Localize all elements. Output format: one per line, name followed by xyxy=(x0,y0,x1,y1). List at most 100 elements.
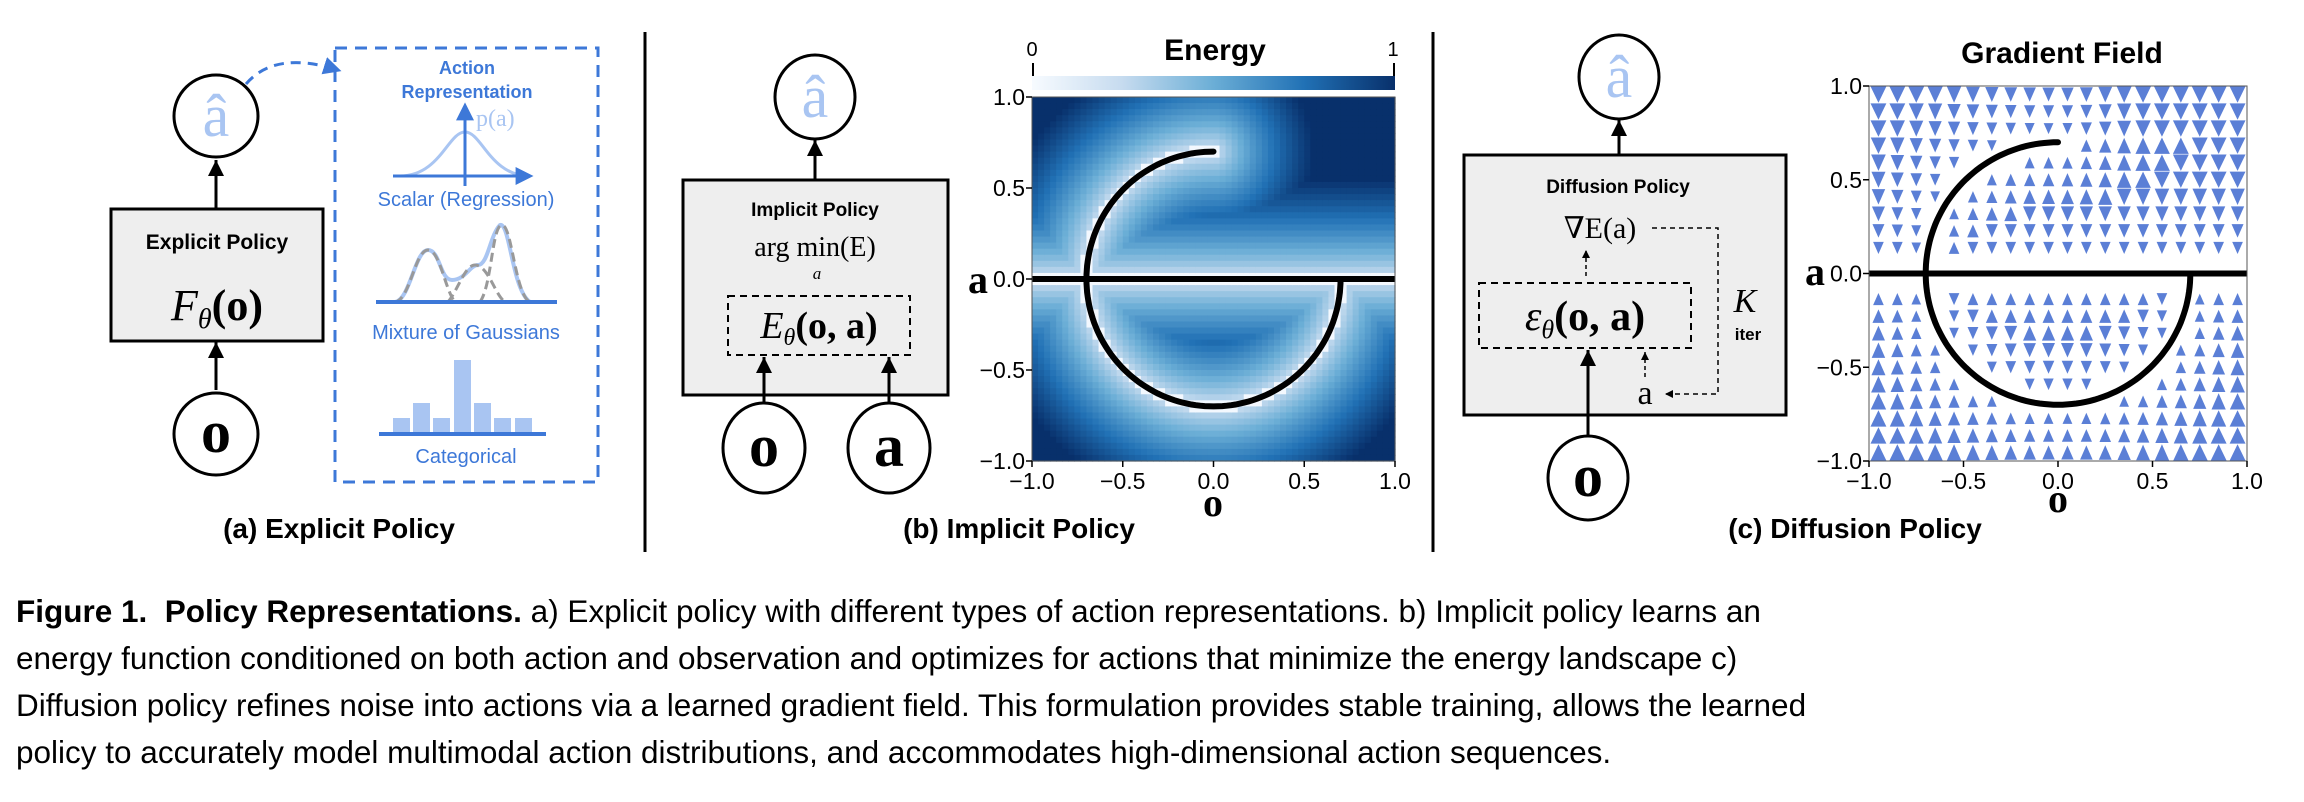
heatmap-cell xyxy=(1213,327,1221,335)
heatmap-cell xyxy=(1322,218,1330,225)
heatmap-cell xyxy=(1376,181,1384,189)
heatmap-cell xyxy=(1177,200,1184,207)
heatmap-cell xyxy=(1146,357,1154,365)
heatmap-cell xyxy=(1304,388,1311,395)
heatmap-cell xyxy=(1358,212,1366,219)
heatmap-cell xyxy=(1165,400,1172,407)
heatmap-cell xyxy=(1346,127,1354,134)
heatmap-cell xyxy=(1110,145,1118,153)
heatmap-cell xyxy=(1140,406,1148,414)
heatmap-cell xyxy=(1243,224,1251,232)
heatmap-cell xyxy=(1195,291,1202,298)
heatmap-cell xyxy=(1298,242,1305,250)
heatmap-cell xyxy=(1032,430,1039,438)
heatmap-cell xyxy=(1104,224,1112,232)
heatmap-cell xyxy=(1255,285,1263,292)
heatmap-cell xyxy=(1140,103,1148,110)
heatmap-cell xyxy=(1171,327,1178,335)
heatmap-cell xyxy=(1050,394,1057,401)
heatmap-cell xyxy=(1183,206,1190,213)
heatmap-cell xyxy=(1237,133,1245,141)
heatmap-cell xyxy=(1358,115,1366,122)
heatmap-cell xyxy=(1322,388,1330,395)
heatmap-cell xyxy=(1292,454,1299,462)
arrow-up-icon xyxy=(2098,172,2112,188)
heatmap-cell xyxy=(1128,206,1136,213)
arrow-up-icon xyxy=(1891,326,1904,340)
heatmap-cell xyxy=(1062,218,1069,225)
heatmap-cell xyxy=(1376,236,1384,244)
heatmap-cell xyxy=(1286,291,1293,298)
heatmap-cell xyxy=(1195,357,1202,365)
heatmap-cell xyxy=(1316,133,1323,141)
heatmap-cell xyxy=(1267,157,1275,165)
energy-fn-box xyxy=(727,295,911,356)
heatmap-cell xyxy=(1056,127,1063,134)
heatmap-cell xyxy=(1201,194,1209,201)
heatmap-cell xyxy=(1231,285,1239,292)
heatmap-cell xyxy=(1201,412,1209,420)
action-representation-box xyxy=(333,46,600,484)
heatmap-cell xyxy=(1364,454,1372,462)
heatmap-cell xyxy=(1201,376,1209,383)
heatmap-cell xyxy=(1189,454,1196,462)
heatmap-cell xyxy=(1068,175,1075,183)
heatmap-cell xyxy=(1298,418,1305,426)
heatmap-cell xyxy=(1237,139,1245,147)
heatmap-cell xyxy=(1074,327,1081,335)
heatmap-cell xyxy=(1171,133,1178,141)
arrow-down-icon xyxy=(1987,140,1997,152)
heatmap-cell xyxy=(1231,442,1239,450)
heatmap-cell xyxy=(1213,315,1221,323)
heatmap-cell xyxy=(1153,181,1160,189)
heatmap-cell xyxy=(1280,109,1287,116)
heatmap-cell xyxy=(1334,200,1342,207)
heatmap-cell xyxy=(1388,418,1396,426)
heatmap-cell xyxy=(1322,418,1330,426)
heatmap-cell xyxy=(1316,436,1323,444)
heatmap-cell xyxy=(1304,309,1311,316)
heatmap-cell xyxy=(1146,200,1154,207)
heatmap-cell xyxy=(1153,297,1160,304)
heatmap-cell xyxy=(1237,218,1245,225)
heatmap-cell xyxy=(1116,442,1124,450)
heatmap-cell xyxy=(1298,424,1305,432)
heatmap-cell xyxy=(1340,157,1348,165)
heatmap-cell xyxy=(1352,321,1360,329)
heatmap-cell xyxy=(1183,315,1190,323)
arrow-up-icon xyxy=(2136,428,2150,443)
heatmap-cell xyxy=(1322,370,1330,377)
heatmap-cell xyxy=(1316,448,1323,456)
heatmap-cell xyxy=(1165,370,1172,377)
heatmap-cell xyxy=(1388,109,1396,116)
category-bar xyxy=(494,418,511,433)
heatmap-cell xyxy=(1201,181,1209,189)
heatmap-cell xyxy=(1292,400,1299,407)
heatmap-cell xyxy=(1376,157,1384,165)
heatmap-cell xyxy=(1171,145,1178,153)
heatmap-cell xyxy=(1249,279,1257,286)
heatmap-cell xyxy=(1292,133,1299,141)
heatmap-cell xyxy=(1068,212,1075,219)
heatmap-cell xyxy=(1316,157,1323,165)
heatmap-cell xyxy=(1352,218,1360,225)
heatmap-cell xyxy=(1092,200,1100,207)
heatmap-cell xyxy=(1280,430,1287,438)
heatmap-cell xyxy=(1201,133,1209,141)
heatmap-cell xyxy=(1056,363,1063,371)
heatmap-cell xyxy=(1038,406,1045,414)
heatmap-cell xyxy=(1146,442,1154,450)
heatmap-cell xyxy=(1056,376,1063,383)
heatmap-cell xyxy=(1334,327,1342,335)
heatmap-cell xyxy=(1068,382,1075,389)
heatmap-cell xyxy=(1322,175,1330,183)
heatmap-cell xyxy=(1243,151,1251,159)
heatmap-cell xyxy=(1207,194,1215,201)
arrow-up-icon xyxy=(1930,344,1941,356)
heatmap-cell xyxy=(1044,418,1051,426)
heatmap-cell xyxy=(1255,309,1263,316)
heatmap-cell xyxy=(1316,327,1323,335)
heatmap-cell xyxy=(1153,291,1160,298)
heatmap-cell xyxy=(1370,333,1378,341)
arrow-up-icon xyxy=(2135,171,2151,188)
